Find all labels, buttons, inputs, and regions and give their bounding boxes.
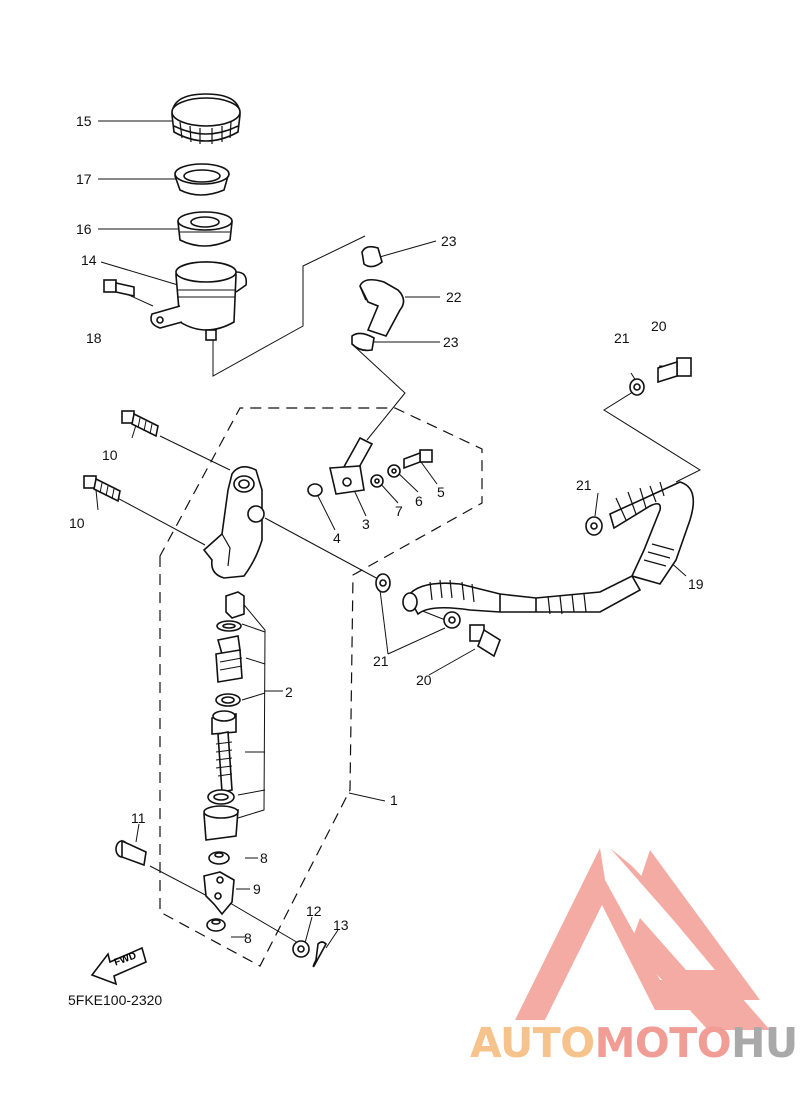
cotter-pin-icon [312,941,327,968]
callout-19: 19 [688,576,704,592]
diaphragm-plate-icon [174,163,230,196]
part-code: 5FKE100-2320 [68,992,163,1008]
washer-icon-12 [292,940,310,958]
piston-kit-icon [203,591,245,841]
pin-icon [115,839,147,867]
callout-10-lower: 10 [69,515,85,531]
callout-16: 16 [76,221,92,237]
master-cylinder-body-icon [202,466,265,579]
reservoir-icon [150,261,248,341]
mount-bolt-icon-top [121,410,159,438]
leader-lines [95,120,702,949]
clevis-icon [203,871,235,916]
callout-6: 6 [415,493,423,509]
callout-8-upper: 8 [260,850,268,866]
reservoir-cap-icon [171,93,241,144]
diaphragm-icon [177,211,233,247]
watermark-auto: AUTO [470,1019,595,1067]
nut-icon [206,851,230,932]
callout-5: 5 [437,484,445,500]
callout-2: 2 [285,684,293,700]
assembly-boundary [159,407,483,967]
watermark-hub: HUB [731,1019,800,1067]
parts [83,93,695,986]
callout-12: 12 [306,903,322,919]
callout-1: 1 [390,792,398,808]
o-ring-icon [307,483,323,497]
union-bolt-icon [469,357,692,658]
washer-icon-21 [375,378,645,629]
reservoir-hose-icon [359,278,405,337]
mount-bolt-icon-bottom [83,475,121,503]
callout-21-top: 21 [614,330,630,346]
callout-21-bottom: 21 [373,653,389,669]
callout-21-middle: 21 [576,477,592,493]
watermark-logo [515,848,770,1030]
watermark-moto: MOTO [594,1019,732,1067]
callout-22: 22 [446,289,462,305]
brake-hose-icon [402,481,695,616]
callout-18: 18 [86,330,102,346]
callout-23-lower: 23 [443,334,459,350]
callout-14: 14 [81,252,97,268]
hose-joint-icon [329,436,374,495]
callout-20-lower: 20 [416,672,432,688]
callout-17: 17 [76,171,92,187]
washer-icon-6 [387,464,401,478]
callout-8-lower: 8 [244,930,252,946]
callout-15: 15 [76,113,92,129]
washer-icon-7 [370,474,384,488]
callout-3: 3 [362,516,370,532]
callout-11: 11 [131,810,146,826]
screw-icon-5 [403,449,433,470]
callout-20-upper: 20 [651,318,667,334]
callout-4: 4 [333,530,341,546]
callout-13: 13 [333,917,349,933]
screw-icon-18 [103,279,135,297]
fwd-arrow-icon [90,946,147,986]
callout-23-upper: 23 [441,233,457,249]
hose-clip-icon [351,245,383,352]
callout-10-upper: 10 [102,447,118,463]
callout-9: 9 [253,881,261,897]
watermark-text: AUTOMOTOHUB [470,1019,800,1067]
callout-7: 7 [395,503,403,519]
